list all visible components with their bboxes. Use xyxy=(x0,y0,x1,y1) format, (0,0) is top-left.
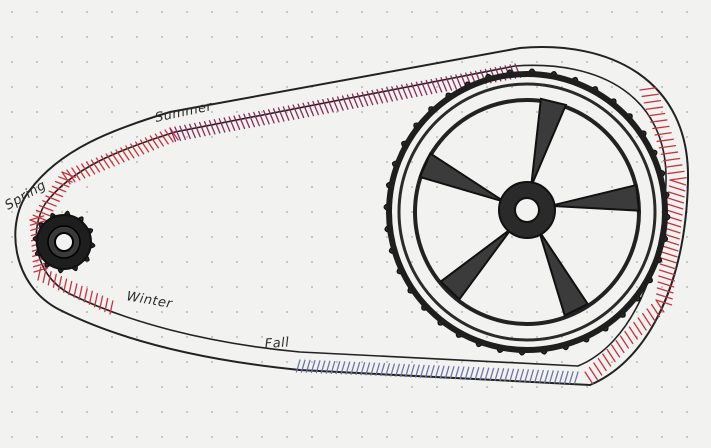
chainring-axle-hole xyxy=(515,198,539,222)
small-sprocket-hole xyxy=(55,233,73,251)
label-fall: Fall xyxy=(264,335,290,352)
